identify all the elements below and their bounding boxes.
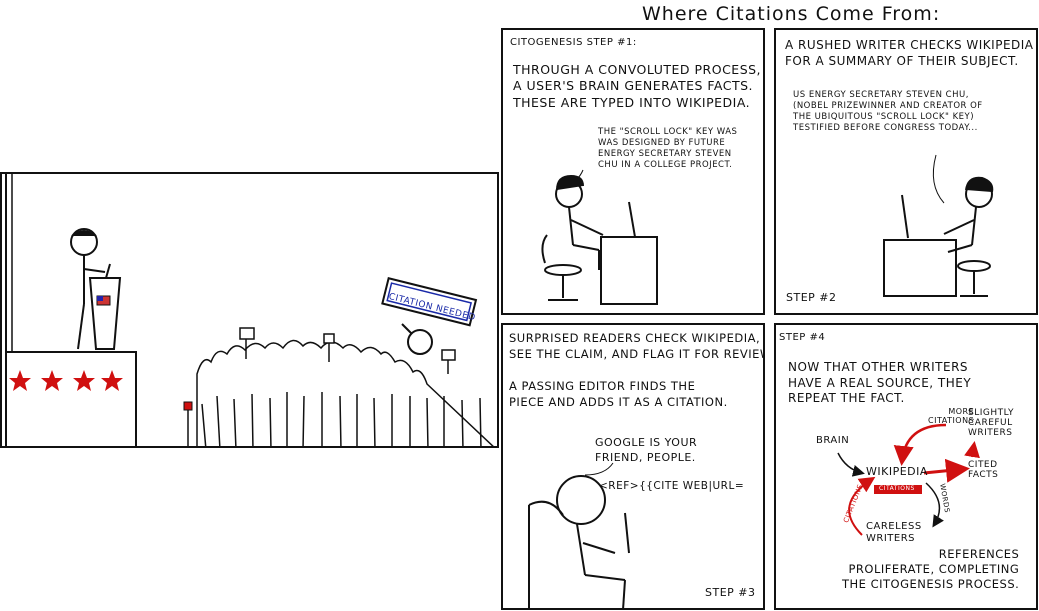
- panel1-caption: THROUGH A CONVOLUTED PROCESS, A USER'S B…: [513, 62, 762, 110]
- panel4-bottom-caption: REFERENCES PROLIFERATE, COMPLETING THE C…: [842, 547, 1020, 591]
- crowd: [196, 327, 494, 446]
- panel-step-3: SURPRISED READERS CHECK WIKIPEDIA, SEE T…: [501, 323, 765, 610]
- comic-title: Where Citations Come From:: [642, 3, 941, 25]
- diagram-citations-box: CITATIONS: [879, 485, 915, 492]
- red-flag: [183, 401, 193, 411]
- panel1-speech: THE "SCROLL LOCK" KEY WAS WAS DESIGNED B…: [598, 127, 738, 171]
- panel2-drawing: [883, 154, 994, 297]
- panel4-step: STEP #4: [779, 332, 826, 343]
- speaker-figure: [70, 228, 106, 350]
- rally-scene: [5, 174, 494, 446]
- stage: [5, 351, 137, 446]
- citation-needed-sign: [381, 277, 478, 327]
- panel2-step: STEP #2: [786, 291, 837, 304]
- podium: [88, 263, 122, 350]
- diagram-careless-writers: CARELESS WRITERS: [866, 521, 922, 544]
- diagram-more-citations: MORE CITATIONS: [928, 407, 975, 426]
- diagram-slightly-careful-writers: SLIGHTLY CAREFUL WRITERS: [968, 408, 1014, 438]
- panel1-drawing: [541, 169, 658, 305]
- panel3-caption2: A PASSING EDITOR FINDS THE PIECE AND ADD…: [509, 379, 728, 409]
- panel2-caption: A RUSHED WRITER CHECKS WIKIPEDIA FOR A S…: [785, 38, 1034, 68]
- diagram-wikipedia: WIKIPEDIA: [866, 465, 928, 478]
- panel2-speech: US ENERGY SECRETARY STEVEN CHU, (NOBEL P…: [793, 90, 983, 134]
- panel3-step: STEP #3: [705, 586, 756, 599]
- panel3-typing: <REF>{{CITE WEB|URL=: [599, 480, 745, 492]
- diagram-cited-facts: CITED FACTS: [968, 460, 999, 480]
- panel-step-4: STEP #4 NOW THAT OTHER WRITERS HAVE A RE…: [774, 323, 1038, 610]
- panel4-caption: NOW THAT OTHER WRITERS HAVE A REAL SOURC…: [788, 360, 972, 406]
- panel-step-1: CITOGENESIS STEP #1: THROUGH A CONVOLUTE…: [501, 28, 765, 315]
- panel-left: CITATION NEEDED: [0, 172, 499, 448]
- panel3-caption1: SURPRISED READERS CHECK WIKIPEDIA, SEE T…: [509, 331, 763, 361]
- panel4-diagram: [837, 423, 980, 536]
- diagram-brain: BRAIN: [816, 435, 850, 446]
- panel-step-2: A RUSHED WRITER CHECKS WIKIPEDIA FOR A S…: [774, 28, 1038, 315]
- sign-holder: [401, 323, 433, 355]
- panel3-speech: GOOGLE IS YOUR FRIEND, PEOPLE.: [595, 436, 698, 465]
- stage-stars: [9, 370, 123, 391]
- panel3-drawing: [528, 462, 630, 608]
- panel1-header: CITOGENESIS STEP #1:: [510, 37, 637, 48]
